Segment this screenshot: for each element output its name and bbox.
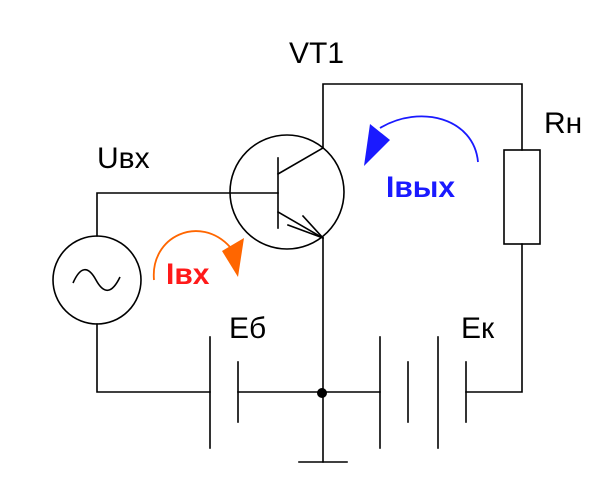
collector-battery-icon [379, 336, 467, 449]
output-current-label: Iвых [386, 171, 455, 204]
input-current-label: Iвх [166, 258, 210, 291]
load-return-wire [465, 243, 523, 393]
output-current-arrow-icon [364, 115, 479, 166]
base-battery-label: Еб [229, 312, 266, 345]
base-input-wire [96, 192, 279, 237]
junction-node [317, 388, 327, 398]
collector-battery-label: Ек [461, 312, 495, 345]
input-voltage-label: Uвх [97, 142, 150, 175]
ac-voltage-source-icon [52, 235, 142, 325]
npn-transistor-icon [229, 134, 345, 250]
source-return-wire [96, 323, 211, 393]
load-resistor-label: Rн [544, 107, 582, 140]
wiring [96, 83, 523, 463]
collector-wire [322, 83, 523, 151]
base-battery-icon [209, 336, 239, 449]
resistor-icon [503, 149, 541, 245]
transistor-label: VT1 [289, 37, 344, 70]
input-current-arrow-icon [153, 230, 244, 281]
